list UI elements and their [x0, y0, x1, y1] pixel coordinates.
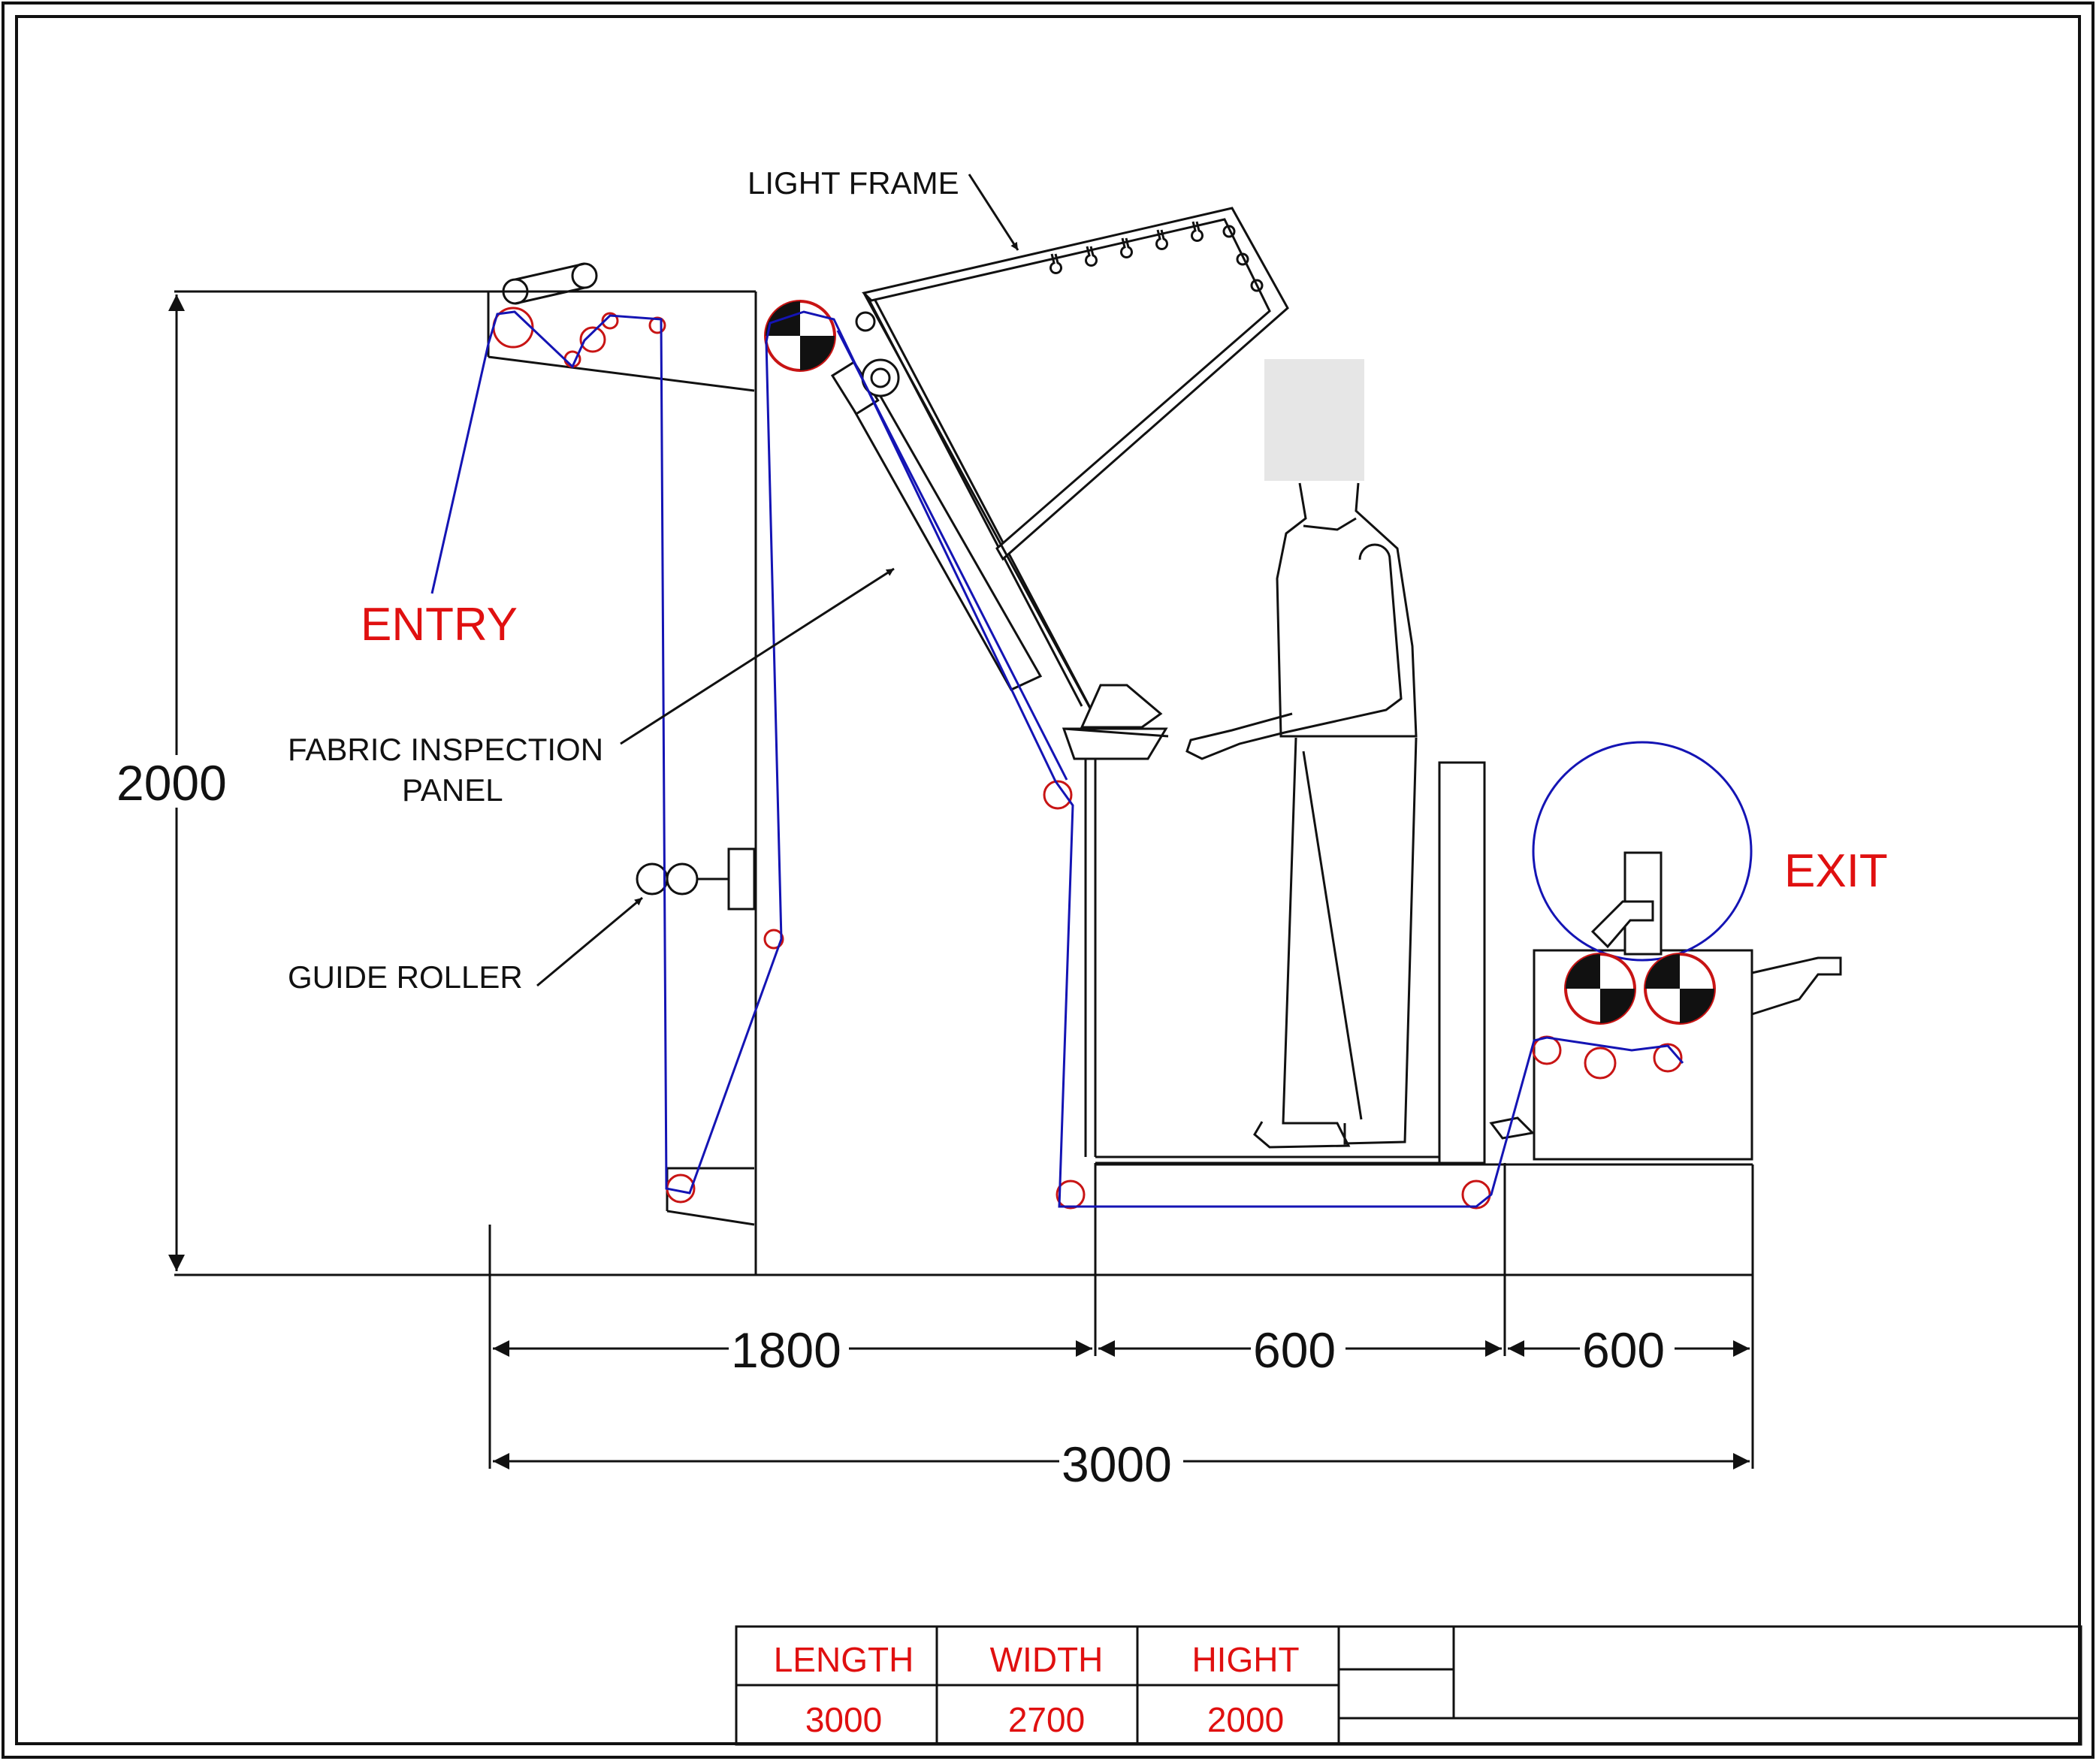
dimension-extension-lines: [488, 1225, 1754, 1469]
total-dimension: 3000: [1062, 1436, 1172, 1492]
main-drum-roller: [764, 300, 836, 372]
spec-value-height: 2000: [1207, 1700, 1284, 1739]
spec-value-width: 2700: [1008, 1700, 1085, 1739]
entry-label: ENTRY: [361, 599, 518, 651]
light-frame-label: LIGHT FRAME: [747, 165, 959, 201]
guide-roller: [636, 862, 699, 896]
seg1-dimension: 1800: [731, 1322, 841, 1378]
spec-header-height: HIGHT: [1191, 1640, 1299, 1679]
seg3-dimension: 600: [1582, 1322, 1665, 1378]
fabric-path: [430, 310, 1684, 1208]
height-dimension: 2000: [116, 755, 227, 811]
light-frame: [862, 207, 1289, 714]
exit-label: EXIT: [1784, 845, 1888, 897]
base-frame: [1094, 761, 1754, 1275]
seg2-dimension: 600: [1253, 1322, 1336, 1378]
fabric-panel-label-line1: FABRIC INSPECTION: [288, 732, 603, 767]
operator-figure: [1185, 359, 1418, 1149]
control-console: [1062, 684, 1169, 1157]
entry-tension-rollers: [502, 262, 598, 305]
guide-roller-label: GUIDE ROLLER: [288, 959, 523, 995]
inspection-panel: [830, 292, 1091, 707]
spec-table: [735, 1625, 2082, 1746]
exit-drum-rollers: [1564, 953, 1716, 1025]
guide-roller-leader: [536, 896, 643, 987]
exit-unit: [1489, 741, 1842, 1161]
spec-value-length: 3000: [805, 1700, 882, 1739]
inner-border: [15, 15, 2081, 1745]
fabric-panel-leader: [620, 567, 895, 745]
spec-header-width: WIDTH: [990, 1640, 1104, 1679]
fabric-path-upper-return: [836, 330, 1068, 781]
light-frame-leader: [968, 174, 1019, 251]
spec-header-length: LENGTH: [774, 1640, 914, 1679]
fabric-panel-label-line2: PANEL: [402, 772, 503, 808]
